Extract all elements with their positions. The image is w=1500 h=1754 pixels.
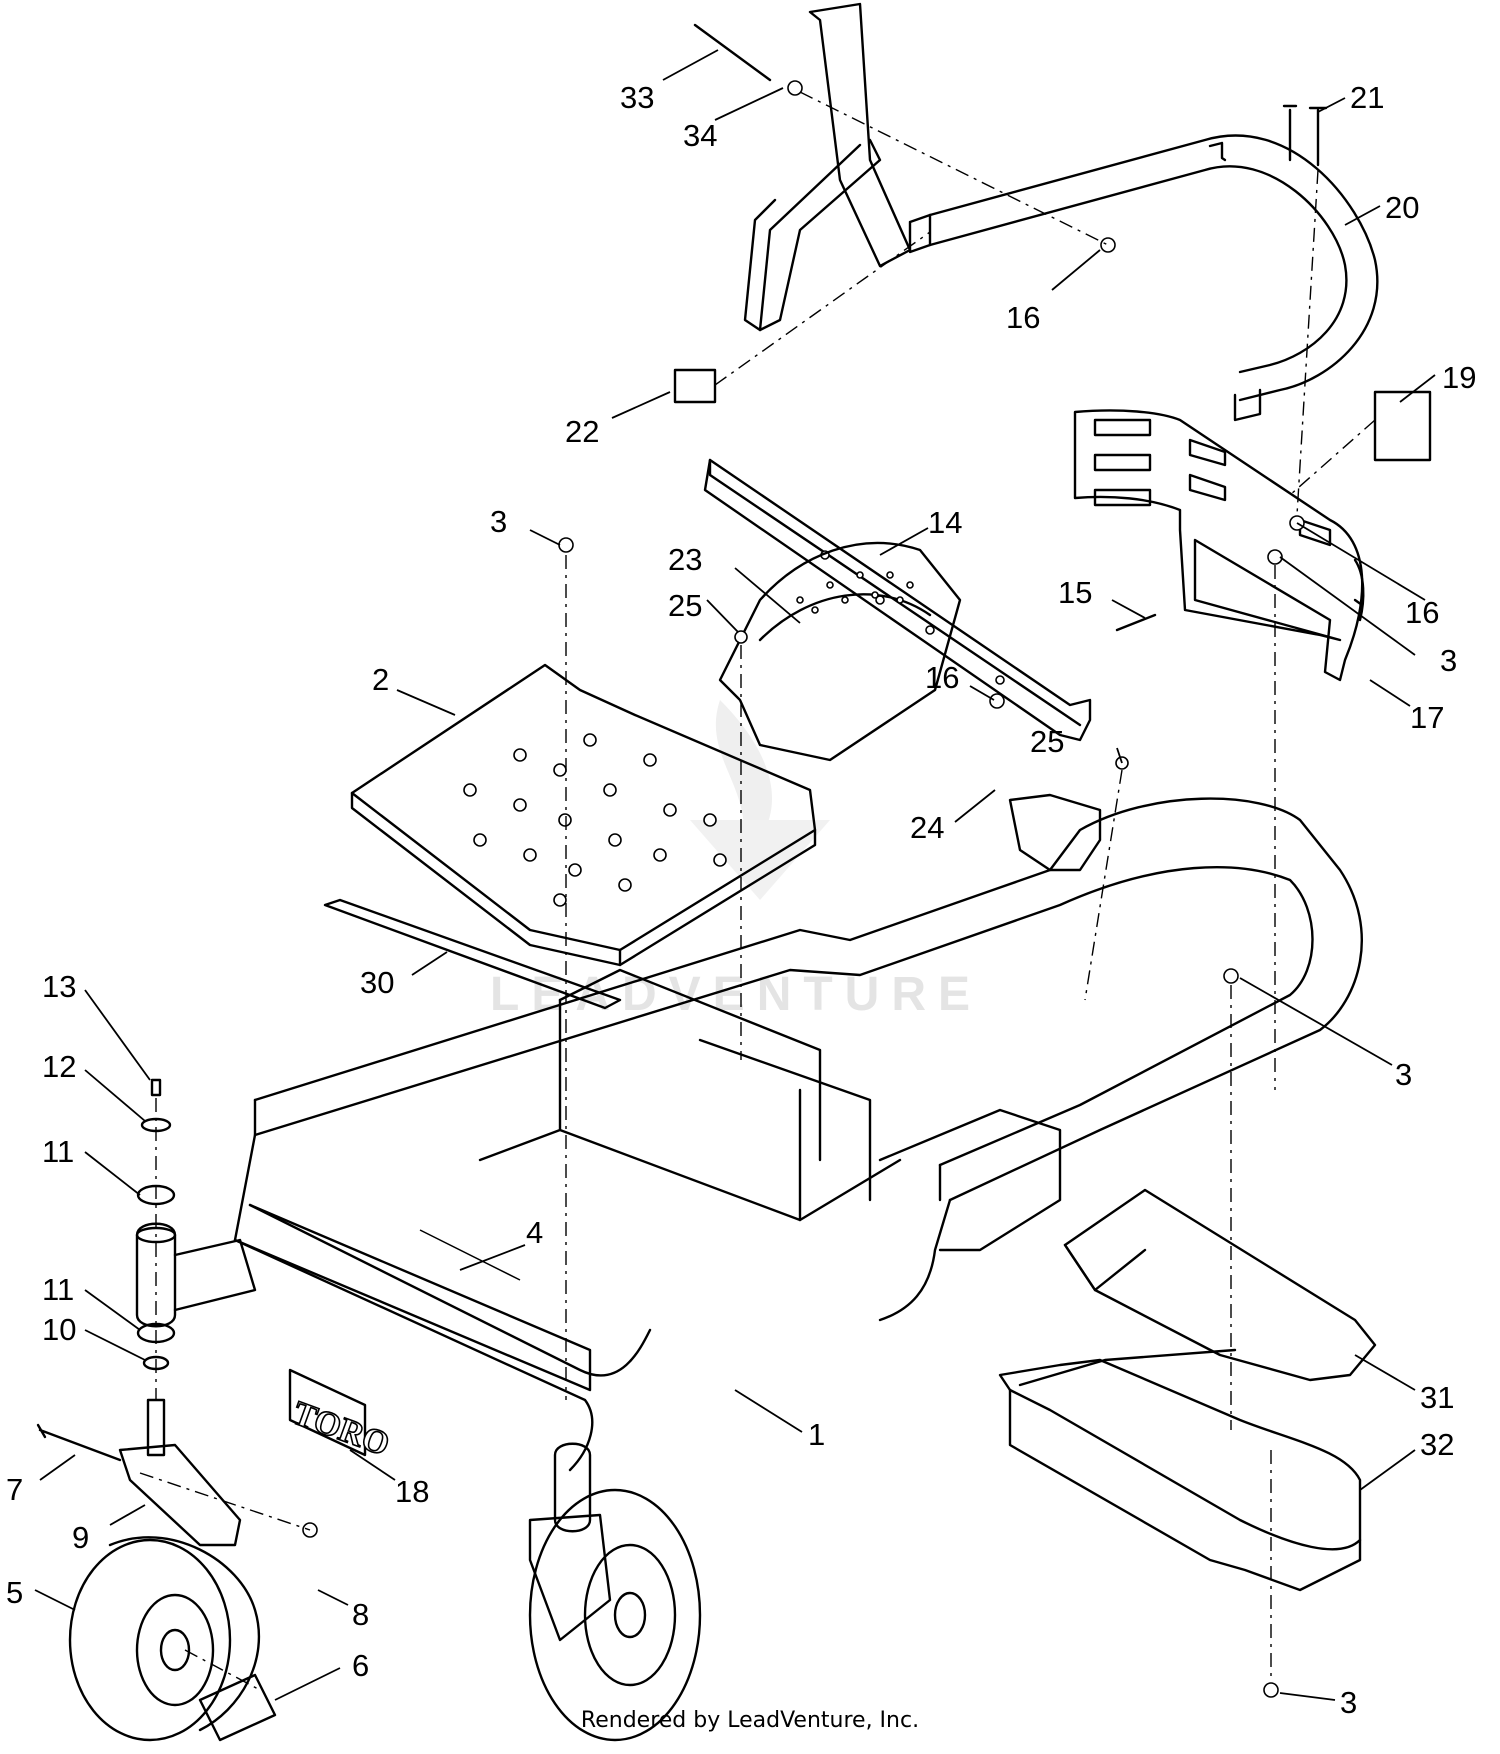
- callout-12: 12: [42, 1049, 76, 1084]
- nut-16-top: [1100, 237, 1116, 253]
- assembly-lines: [139, 91, 1376, 1691]
- callout-16-top: 16: [1006, 300, 1040, 335]
- callout-5: 5: [6, 1575, 23, 1610]
- callout-18: 18: [395, 1474, 429, 1509]
- callout-22: 22: [565, 414, 599, 449]
- cross-bar: [703, 458, 1092, 742]
- hood-vent: [718, 541, 962, 762]
- callout-4: 4: [526, 1215, 543, 1250]
- callout-6: 6: [352, 1648, 369, 1683]
- callout-2: 2: [372, 662, 389, 697]
- callout-24: 24: [910, 810, 944, 845]
- callout-11-top: 11: [42, 1134, 74, 1169]
- callout-3-seat: 3: [490, 504, 507, 539]
- leadventure-watermark: LEADVENTURE: [490, 700, 982, 1021]
- callout-10: 10: [42, 1312, 76, 1347]
- callout-25-right: 25: [1030, 724, 1064, 759]
- callout-3-frame: 3: [1395, 1057, 1412, 1092]
- nut-16-crossbar: [989, 693, 1005, 709]
- callout-34: 34: [683, 118, 717, 153]
- seat-bracket: [743, 2, 912, 332]
- front-crossmember: [233, 1098, 592, 1392]
- callout-3-bottom: 3: [1340, 1685, 1357, 1720]
- handle-bar: [908, 104, 1379, 422]
- seat-plate-holes: [463, 733, 727, 907]
- callout-17: 17: [1410, 700, 1444, 735]
- callout-33: 33: [620, 80, 654, 115]
- callout-30: 30: [360, 965, 394, 1000]
- cover-31: [1063, 1188, 1377, 1382]
- callout-16-right: 16: [1405, 595, 1439, 630]
- main-frame: [233, 797, 1363, 1472]
- fasteners: [558, 23, 1328, 1698]
- callout-1: 1: [808, 1417, 825, 1452]
- callout-15: 15: [1058, 575, 1092, 610]
- callout-3-right: 3: [1440, 643, 1457, 678]
- front-wheel: [528, 1442, 702, 1742]
- callout-20: 20: [1385, 190, 1419, 225]
- bolt-3-frame: [1223, 968, 1239, 984]
- callout-8: 8: [352, 1597, 369, 1632]
- rear-guard-24: [1008, 793, 1102, 872]
- callout-7: 7: [6, 1472, 23, 1507]
- seat-plate: [350, 663, 817, 967]
- callout-31: 31: [1420, 1380, 1454, 1415]
- render-credit: Rendered by LeadVenture, Inc.: [580, 1708, 920, 1733]
- callout-9: 9: [72, 1520, 89, 1555]
- bolt-21: [1308, 106, 1328, 167]
- shield-strip-30: [323, 898, 622, 1010]
- watermark-text: LEADVENTURE: [490, 968, 982, 1021]
- toro-logo-18: TORO: [287, 1368, 395, 1464]
- callout-11-bottom: 11: [42, 1272, 74, 1307]
- bolt-3-bottom: [1263, 1682, 1279, 1698]
- callouts: 33 34 21 20 16 22 19 14 3 23 25 15 16 3 …: [6, 80, 1476, 1720]
- callout-14: 14: [928, 505, 962, 540]
- hood-grid: [796, 571, 914, 614]
- side-shield: [1073, 409, 1365, 682]
- callout-25-top: 25: [668, 588, 702, 623]
- callout-23: 23: [668, 542, 702, 577]
- bolt-3-right: [1267, 549, 1283, 565]
- leader-lines: [34, 49, 1436, 1701]
- callout-19: 19: [1442, 360, 1476, 395]
- caster-wheel-5: [68, 1536, 277, 1742]
- toro-logo-text: TORO: [288, 1395, 394, 1464]
- callout-13: 13: [42, 969, 76, 1004]
- washer-34: [787, 80, 803, 96]
- screw-25-top: [734, 630, 748, 644]
- decal-4: [419, 1229, 521, 1281]
- bolt-3-seat: [558, 537, 574, 553]
- bolt-33: [693, 23, 772, 82]
- callout-21: 21: [1350, 80, 1384, 115]
- callout-32: 32: [1420, 1427, 1454, 1462]
- callout-16-crossbar: 16: [925, 660, 959, 695]
- cap-22: [673, 368, 717, 404]
- decal-19: [1373, 390, 1432, 462]
- bolt-15: [1115, 613, 1157, 632]
- tray-32: [998, 1348, 1362, 1592]
- caster-fork: [36, 1078, 318, 1547]
